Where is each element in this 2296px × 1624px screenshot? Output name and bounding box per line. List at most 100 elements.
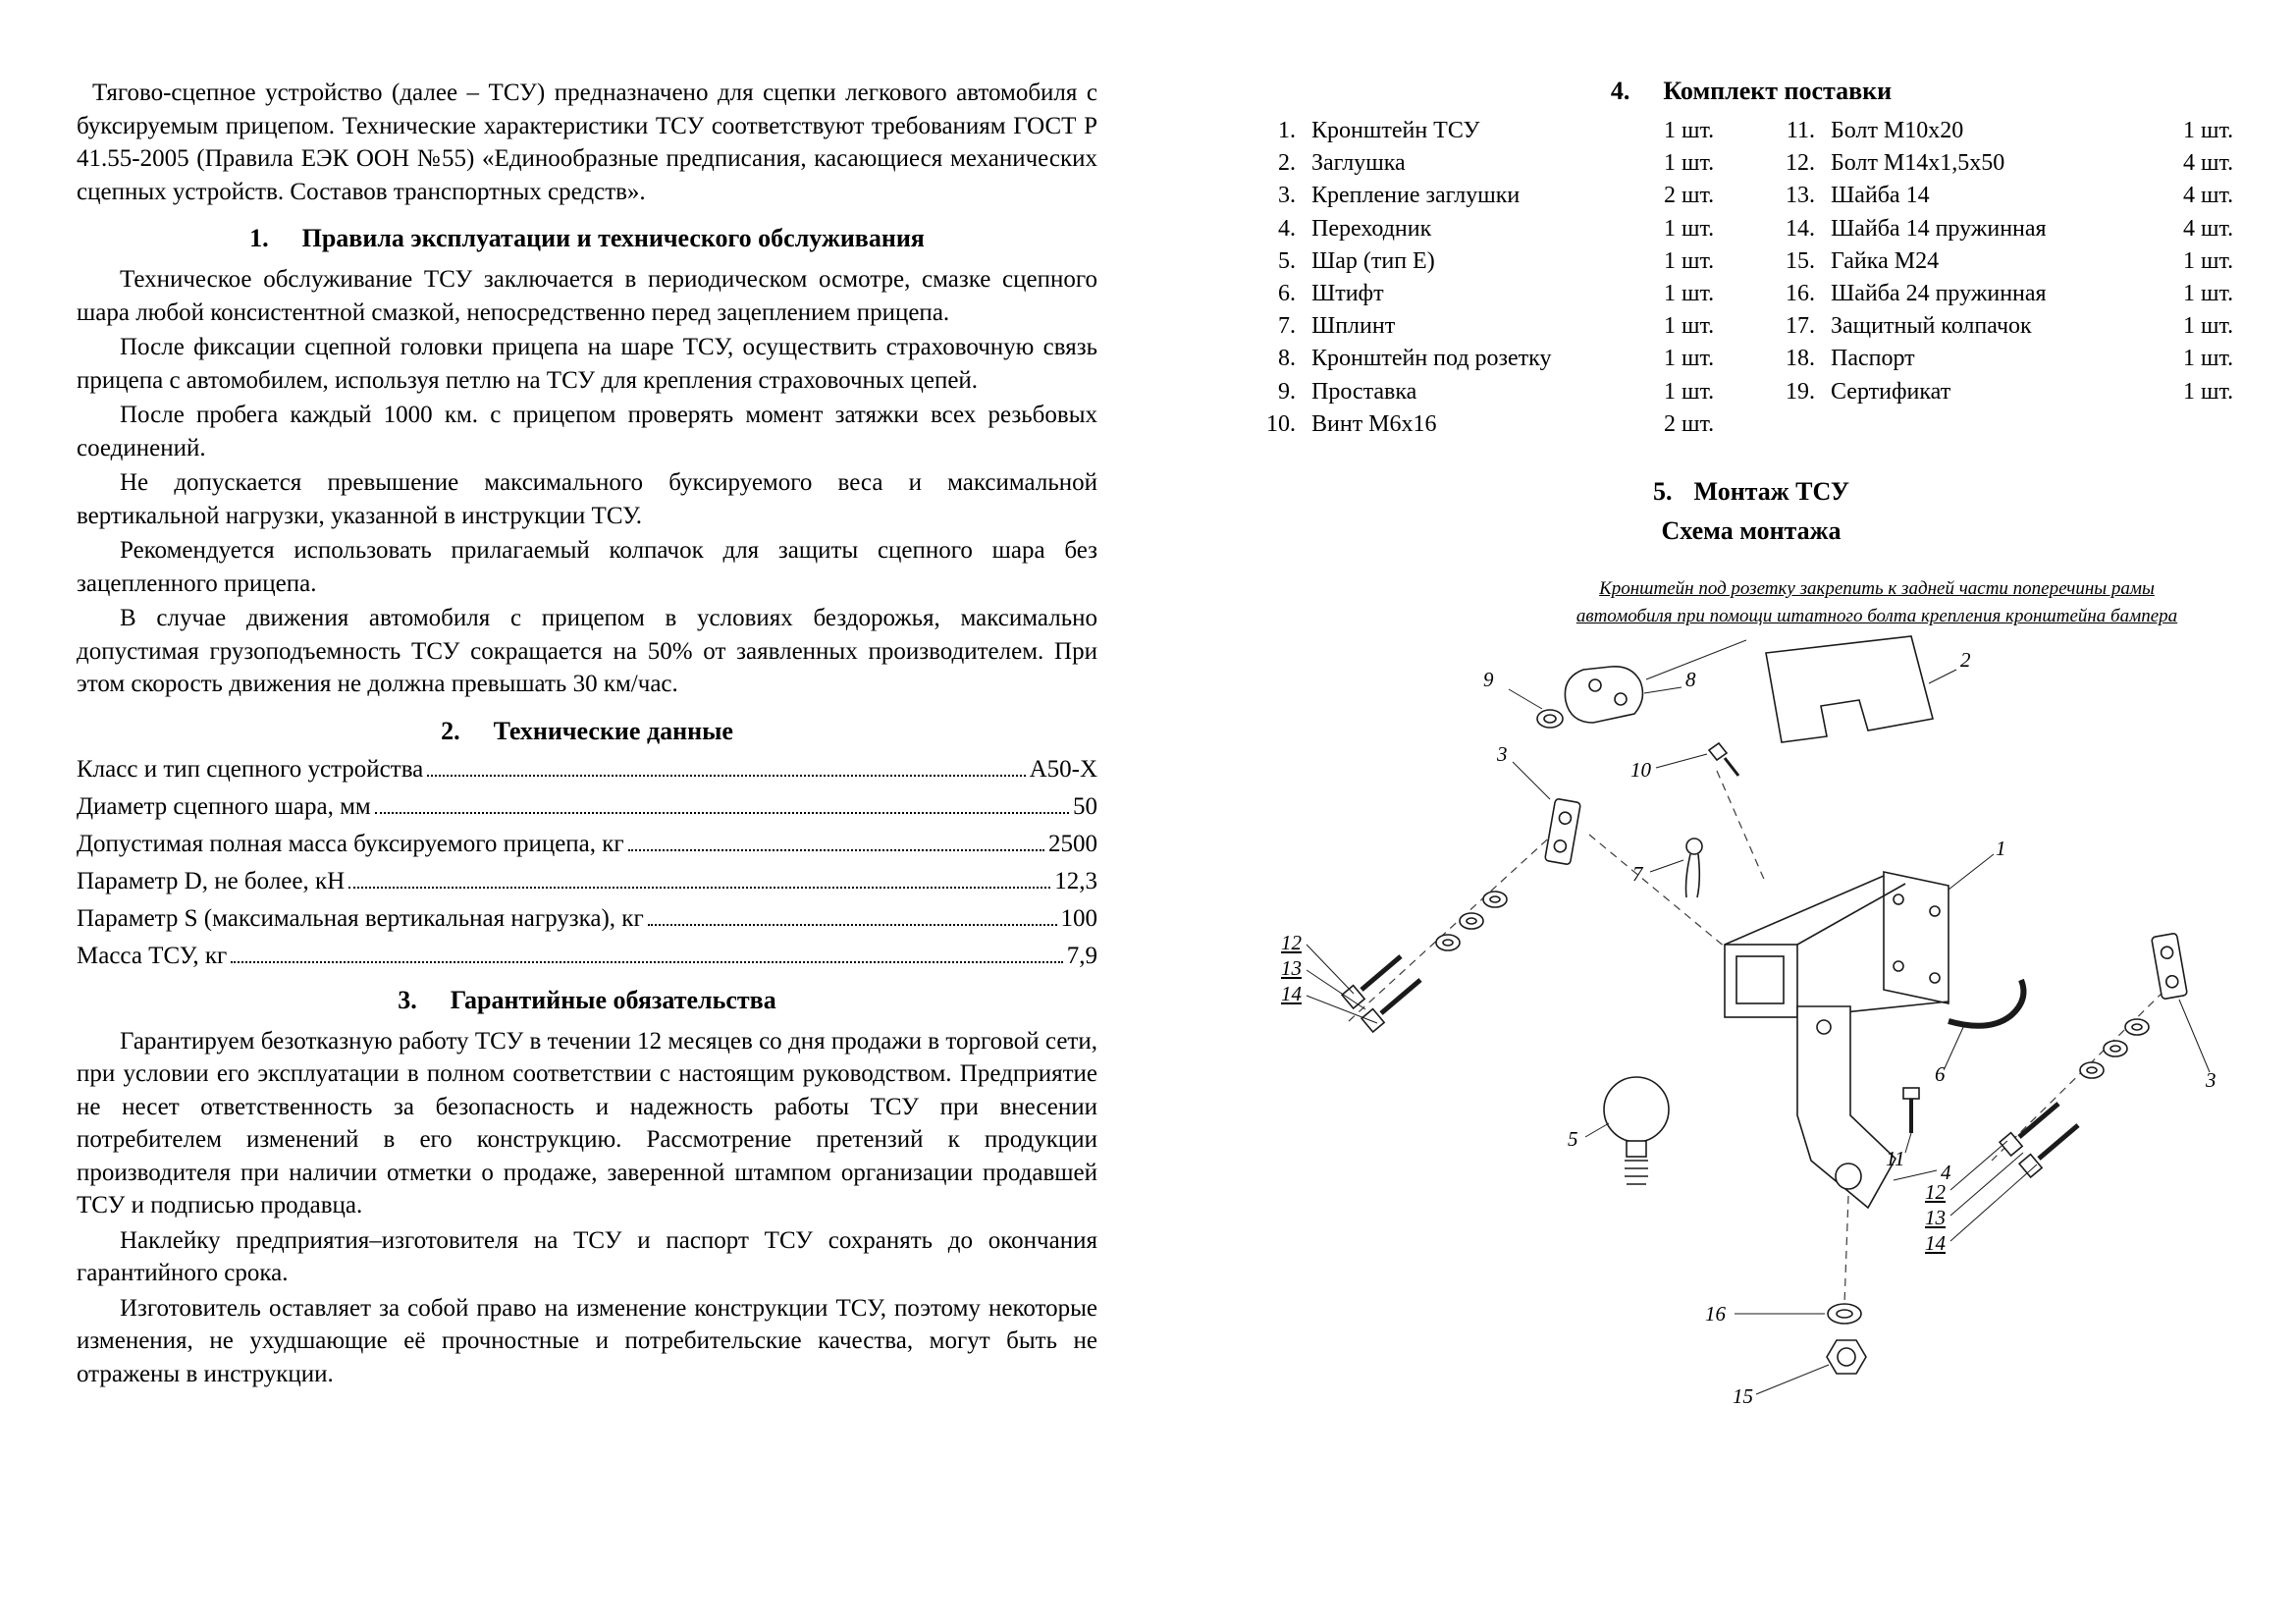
part-number: 16.: [1786, 280, 1815, 306]
spec-label: Диаметр сцепного шара, мм: [77, 792, 371, 820]
exploded-view-drawing: [1306, 635, 2211, 1395]
spec-label: Класс и тип сцепного устройства: [77, 755, 424, 783]
spec-label: Параметр D, не более, кН: [77, 867, 346, 894]
part-name: Переходник: [1311, 215, 1432, 242]
paragraph: Техническое обслуживание ТСУ заключается…: [77, 266, 1097, 326]
section1-number: 1.: [249, 224, 269, 252]
part-number: 9.: [1278, 378, 1296, 405]
diagram-annotation-line1: Кронштейн под розетку закрепить к задней…: [1599, 577, 2155, 599]
callout-leader-lines: [1306, 669, 2211, 1395]
part-qty: 1 шт.: [1664, 313, 1715, 340]
part-callout: 1: [1996, 836, 2006, 860]
part-name: Проставка: [1311, 378, 1417, 405]
spec-label: Масса ТСУ, кг: [77, 942, 228, 969]
intro-paragraph: Тягово-сцепное устройство (далее – ТСУ) …: [77, 80, 1097, 205]
section2-number: 2.: [441, 716, 460, 745]
paragraph: Наклейку предприятия–изготовителя на ТСУ…: [77, 1226, 1097, 1287]
section4-title: Комплект поставки: [1663, 77, 1893, 105]
assembly-axis-lines: [1348, 770, 2174, 1304]
part-callout: 5: [1568, 1126, 1578, 1151]
part-callout: 14: [1281, 981, 1302, 1005]
part-callout: 7: [1632, 861, 1643, 886]
part-name: Кронштейн под розетку: [1311, 346, 1552, 372]
part-number: 2.: [1278, 150, 1296, 177]
socket-bracket-drawing: [1564, 665, 1644, 724]
part-callout: 3: [1497, 741, 1508, 766]
section5-number: 5.: [1653, 476, 1673, 506]
parts-row: 17. Защитный колпачок 1 шт.: [1764, 311, 2258, 342]
part-number: 19.: [1786, 378, 1815, 405]
part-name: Сертификат: [1831, 378, 1951, 405]
part-name: Паспорт: [1831, 346, 1915, 372]
section5-title: Монтаж ТСУ: [1693, 476, 1849, 506]
paragraph: В случае движения автомобиля с прицепом …: [77, 605, 1097, 697]
spec-label: Допустимая полная масса буксируемого при…: [77, 830, 624, 857]
ball-mount-drawing: [1796, 1005, 1897, 1210]
section3-number: 3.: [398, 985, 417, 1014]
part-number: 17.: [1786, 313, 1815, 340]
part-name: Винт М6х16: [1311, 410, 1437, 437]
part-number: 11.: [1786, 118, 1815, 143]
right-bracket-drawing: [2151, 932, 2188, 1000]
part-number: 12.: [1786, 150, 1815, 177]
spec-value: 2500: [1048, 830, 1097, 857]
receiver-tube-drawing: [1724, 870, 1949, 1018]
dotted-leader: [231, 960, 1063, 963]
part-qty: 1 шт.: [2183, 378, 2234, 405]
section1-title: Правила эксплуатации и технического обсл…: [301, 224, 925, 252]
part-qty: 1 шт.: [2183, 247, 2234, 274]
part-callout: 16: [1705, 1301, 1726, 1326]
part-number: 1.: [1278, 118, 1296, 143]
screw-drawing: [1707, 741, 1740, 777]
part-name: Болт М14х1,5х50: [1831, 150, 2005, 177]
dotted-leader: [647, 923, 1057, 926]
hitch-ball-drawing: [1603, 1076, 1670, 1185]
part-qty: 1 шт.: [2183, 280, 2234, 306]
spec-row: Диаметр сцепного шара, мм 50: [77, 793, 1097, 821]
part-callout: 6: [1935, 1061, 1946, 1086]
paragraph: Изготовитель оставляет за собой право на…: [77, 1294, 1097, 1387]
parts-row: 1. Кронштейн ТСУ 1 шт.: [1245, 116, 1738, 146]
part-callout: 3: [2206, 1067, 2216, 1092]
part-name: Защитный колпачок: [1831, 313, 2032, 340]
spec-value: А50-X: [1029, 755, 1097, 783]
parts-row: 19. Сертификат 1 шт.: [1764, 377, 2258, 407]
part-name: Болт М10х20: [1831, 118, 1964, 143]
part-qty: 1 шт.: [1664, 378, 1715, 405]
part-name: Гайка М24: [1831, 247, 1940, 274]
section2-title: Технические данные: [493, 716, 733, 745]
part-qty: 1 шт.: [2183, 313, 2234, 340]
paragraph: Рекомендуется использовать прилагаемый к…: [77, 537, 1097, 597]
dotted-leader: [427, 774, 1026, 777]
left-column: Тягово-сцепное устройство (далее – ТСУ) …: [77, 77, 1097, 1392]
part-callout: 9: [1483, 667, 1494, 691]
section4-heading: 4.Комплект поставки: [1245, 77, 2258, 106]
assembly-diagram: Кронштейн под розетку закрепить к задней…: [1255, 560, 2247, 1424]
part-callout: 2: [1960, 647, 1971, 672]
part-number: 6.: [1278, 280, 1296, 306]
diagram-annotation: Кронштейн под розетку закрепить к задней…: [1538, 575, 2216, 631]
part-qty: 4 шт.: [2183, 215, 2234, 242]
section1-heading: 1. Правила эксплуатации и технического об…: [77, 224, 1097, 253]
part-callout: 11: [1886, 1146, 1905, 1170]
part-name: Кронштейн ТСУ: [1311, 118, 1480, 143]
part-callout: 12: [1281, 930, 1302, 954]
annotation-leader-line: [1645, 639, 1747, 680]
part-qty: 1 шт.: [1664, 118, 1715, 143]
cotter-pin-drawing: [1684, 838, 1703, 898]
right-column: 4.Комплект поставки 1. Кронштейн ТСУ 1 шт.…: [1245, 77, 2258, 1424]
part-number: 18.: [1786, 346, 1815, 372]
spacer-washer-drawing: [1536, 709, 1564, 729]
nut-drawing: [1826, 1339, 1867, 1375]
